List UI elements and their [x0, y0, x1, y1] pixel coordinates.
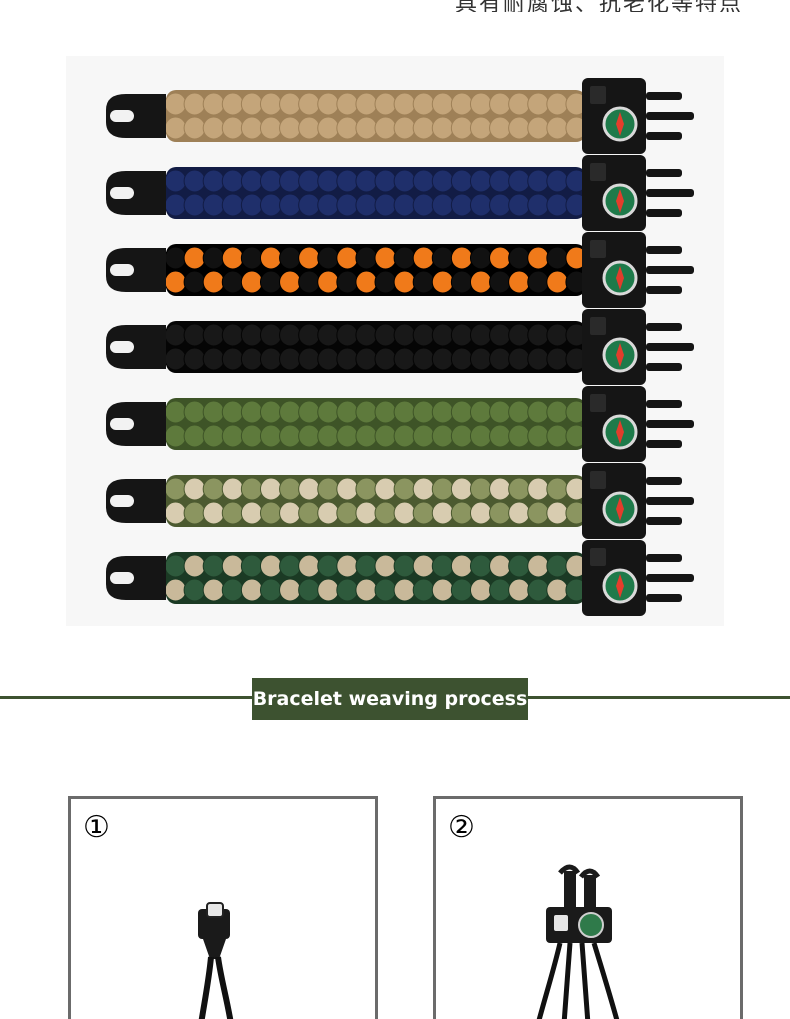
bracelet-woodland-camo: [106, 540, 694, 616]
step-1-image: [198, 902, 234, 1019]
bracelet-desert-camo: [106, 463, 694, 539]
bracelet-navy: [106, 155, 694, 231]
bracelet-black: [106, 309, 694, 385]
step-2-image: [536, 864, 620, 1019]
step-1-number: ①: [83, 810, 110, 845]
step-2-number: ②: [448, 810, 475, 845]
bracelet-army-green: [106, 386, 694, 462]
step-1-panel: ①: [68, 796, 378, 1019]
section-header: Bracelet weaving process: [0, 678, 790, 720]
bracelet-tan: [106, 78, 694, 154]
step-2-panel: ②: [433, 796, 743, 1019]
bracelet-product-image: [66, 56, 724, 626]
section-title: Bracelet weaving process: [252, 678, 528, 720]
bracelet-black-orange: [106, 232, 694, 308]
header-caption: 具有耐腐蚀、抗老化等特点: [455, 0, 785, 12]
